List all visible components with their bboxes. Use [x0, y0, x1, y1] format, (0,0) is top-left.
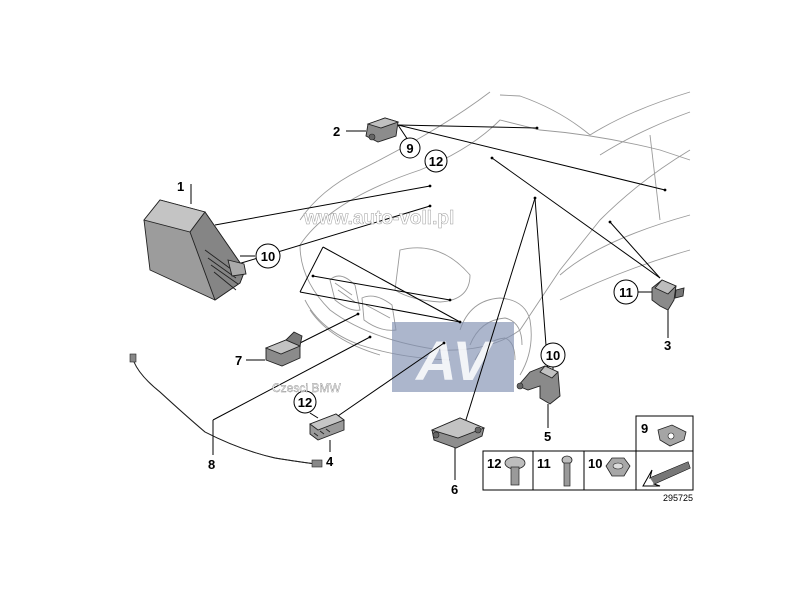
part-2-sensor	[365, 117, 400, 143]
diagram-number: 295725	[663, 493, 693, 503]
part-5-sensor	[516, 365, 561, 405]
callout-8: 8	[208, 457, 215, 472]
svg-text:10: 10	[588, 456, 602, 471]
hardware-cell-10: 10	[588, 456, 631, 477]
part-1-control-unit	[143, 199, 247, 301]
circled-callout-12-top: 12	[424, 149, 448, 173]
av-logo-watermark: AV	[392, 322, 514, 392]
hardware-cell-arrow	[642, 461, 691, 487]
svg-text:10: 10	[261, 249, 275, 264]
svg-text:12: 12	[429, 154, 443, 169]
part-7-sensor	[264, 331, 303, 367]
callout-6: 6	[451, 482, 458, 497]
callout-7: 7	[235, 353, 242, 368]
callout-3: 3	[664, 338, 671, 353]
circled-callout-11: 11	[613, 279, 639, 305]
svg-text:12: 12	[487, 456, 501, 471]
svg-text:9: 9	[641, 421, 648, 436]
logo-text: AV	[414, 329, 494, 392]
hardware-cell-9: 9	[641, 421, 687, 447]
svg-text:12: 12	[298, 395, 312, 410]
part-4-connector	[309, 413, 345, 441]
circled-callout-10-right: 10	[540, 342, 566, 368]
svg-text:10: 10	[546, 348, 560, 363]
callout-5: 5	[544, 429, 551, 444]
watermark-url: www.auto-voll.pl	[303, 208, 454, 229]
callout-4: 4	[326, 454, 334, 469]
callout-labels: 1 2 3 4 5 6 7 8	[177, 124, 671, 497]
circled-callout-12-left: 12	[293, 390, 317, 414]
part-8-cable	[129, 353, 323, 468]
part-6-sensor	[430, 417, 486, 449]
hardware-table: 12 11 10 9	[482, 415, 694, 491]
circled-callout-9: 9	[399, 137, 421, 159]
circled-callout-10-left: 10	[255, 243, 281, 269]
hardware-cell-12: 12	[487, 456, 526, 486]
watermark-brand: Czesci BMW	[272, 381, 341, 395]
svg-text:11: 11	[537, 456, 551, 471]
svg-text:9: 9	[406, 141, 413, 156]
callout-1: 1	[177, 179, 184, 194]
circled-callouts: 9 12 10 11 10 12	[255, 137, 639, 414]
svg-text:11: 11	[619, 285, 633, 300]
hardware-cell-11: 11	[537, 455, 573, 487]
part-3-sensor-bracket	[651, 279, 685, 311]
car-outline	[299, 91, 691, 376]
leader-lines	[190, 124, 669, 480]
callout-2: 2	[333, 124, 340, 139]
